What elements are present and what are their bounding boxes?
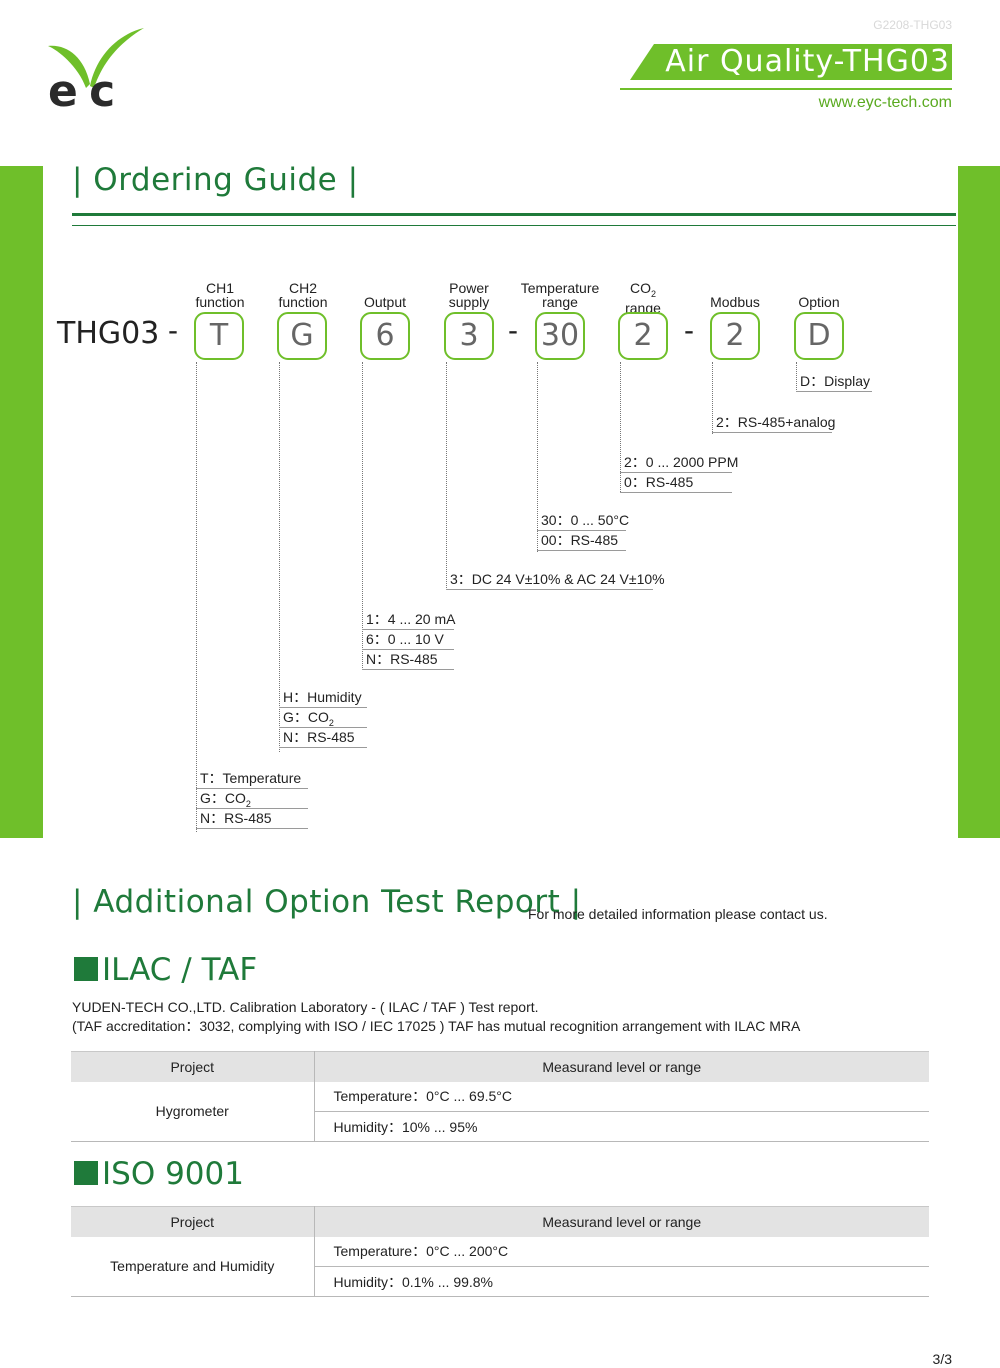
contact-note: For more detailed information please con… — [528, 906, 828, 922]
code-box-co2: 2 — [618, 312, 668, 360]
option-list-modbus: 2：RS-485+analog — [712, 413, 835, 433]
square-bullet-icon — [74, 1161, 98, 1185]
option-item: 0：RS-485 — [620, 473, 732, 493]
table-cell-project: Temperature and Humidity — [71, 1236, 315, 1297]
code-box-modbus: 2 — [710, 312, 760, 360]
option-item: G：CO2 — [196, 789, 308, 809]
connector-line — [279, 362, 280, 752]
option-item: N：RS-485 — [279, 728, 367, 748]
col-label-option: Option — [798, 294, 840, 310]
option-item: N：RS-485 — [362, 650, 454, 670]
col-label-output: Output — [363, 294, 407, 310]
separator-dash: - — [508, 314, 518, 347]
table-row: Hygrometer Temperature：0°C ... 69.5°C — [71, 1081, 929, 1142]
separator-dash: - — [168, 314, 178, 347]
option-item: 2：0 ... 2000 PPM — [620, 453, 738, 473]
option-item: G：CO2 — [279, 708, 367, 728]
option-list-option: D：Display — [796, 372, 872, 392]
code-box-ch1: T — [194, 312, 244, 360]
separator-dash: - — [684, 314, 694, 347]
option-item: 1：4 ... 20 mA — [362, 610, 455, 630]
section-rule — [72, 213, 956, 216]
ilac-description: YUDEN-TECH CO.,LTD. Calibration Laborato… — [72, 999, 801, 1034]
code-box-temperature: 30 — [535, 312, 585, 360]
option-list-ch2: H：Humidity G：CO2 N：RS-485 — [279, 688, 367, 748]
connector-line — [196, 362, 197, 832]
code-box-option: D — [794, 312, 844, 360]
col-label-co2: CO2 range — [625, 280, 661, 316]
table-header-range: Measurand level or range — [314, 1206, 929, 1237]
table-row: Humidity：0.1% ... 99.8% — [71, 1266, 929, 1297]
logo-wordmark: e c — [48, 66, 115, 117]
table-row: Temperature and Humidity Temperature：0°C… — [71, 1236, 929, 1297]
code-box-ch2: G — [277, 312, 327, 360]
option-item: 30：0 ... 50°C — [537, 511, 629, 531]
option-item: 00：RS-485 — [537, 531, 626, 551]
option-list-output: 1：4 ... 20 mA 6：0 ... 10 V N：RS-485 — [362, 610, 455, 670]
option-item: N：RS-485 — [196, 809, 308, 829]
company-logo: e c — [48, 26, 148, 117]
option-list-temperature: 30：0 ... 50°C 00：RS-485 — [537, 511, 629, 551]
option-list-ch1: T：Temperature G：CO2 N：RS-485 — [196, 769, 308, 829]
ilac-table: Project Measurand level or range Hygrome… — [71, 1051, 929, 1142]
option-item: 3：DC 24 V±10% & AC 24 V±10% — [446, 570, 665, 590]
table-cell-project: Hygrometer — [71, 1081, 315, 1142]
option-item: 6：0 ... 10 V — [362, 630, 454, 650]
leaf-icon — [48, 28, 144, 88]
title-underline — [620, 88, 952, 90]
table-cell: Temperature：0°C ... 69.5°C — [314, 1081, 929, 1112]
page-number: 3/3 — [932, 1351, 952, 1367]
connector-line — [620, 362, 621, 492]
option-list-co2: 2：0 ... 2000 PPM 0：RS-485 — [620, 453, 738, 493]
title-banner — [630, 44, 952, 80]
option-item: T：Temperature — [196, 769, 308, 789]
option-list-power: 3：DC 24 V±10% & AC 24 V±10% — [446, 570, 665, 590]
website-link[interactable]: www.eyc-tech.com — [818, 94, 952, 111]
code-box-output: 6 — [360, 312, 410, 360]
table-header-row: Project Measurand level or range — [71, 1051, 929, 1082]
table-cell: Temperature：0°C ... 200°C — [314, 1236, 929, 1267]
table-header-row: Project Measurand level or range — [71, 1206, 929, 1237]
model-number: THG03 — [57, 316, 160, 351]
table-header-project: Project — [71, 1051, 315, 1082]
option-item: H：Humidity — [279, 688, 367, 708]
connector-line — [796, 362, 797, 392]
right-side-bar — [958, 166, 1000, 838]
ordering-guide-title: | Ordering Guide | — [72, 162, 359, 198]
table-header-range: Measurand level or range — [314, 1051, 929, 1082]
page-title: Air Quality-THG03 — [665, 44, 950, 79]
connector-line — [537, 362, 538, 552]
option-item: D：Display — [796, 372, 872, 392]
table-cell: Humidity：0.1% ... 99.8% — [314, 1266, 929, 1297]
option-item: 2：RS-485+analog — [712, 413, 835, 433]
document-code: G2208-THG03 — [873, 18, 952, 32]
table-header-project: Project — [71, 1206, 315, 1237]
col-label-modbus: Modbus — [710, 294, 760, 310]
left-side-bar — [0, 166, 43, 838]
ilac-heading: ILAC / TAF — [74, 952, 257, 988]
table-cell: Humidity：10% ... 95% — [314, 1111, 929, 1142]
square-bullet-icon — [74, 957, 98, 981]
connector-line — [362, 362, 363, 670]
section-rule-thin — [72, 225, 956, 226]
iso-heading: ISO 9001 — [74, 1156, 244, 1192]
iso-table: Project Measurand level or range Tempera… — [71, 1206, 929, 1297]
code-box-power: 3 — [444, 312, 494, 360]
connector-line — [446, 362, 447, 590]
test-report-title: | Additional Option Test Report | — [72, 884, 582, 920]
connector-line — [712, 362, 713, 434]
table-row: Humidity：10% ... 95% — [71, 1111, 929, 1142]
